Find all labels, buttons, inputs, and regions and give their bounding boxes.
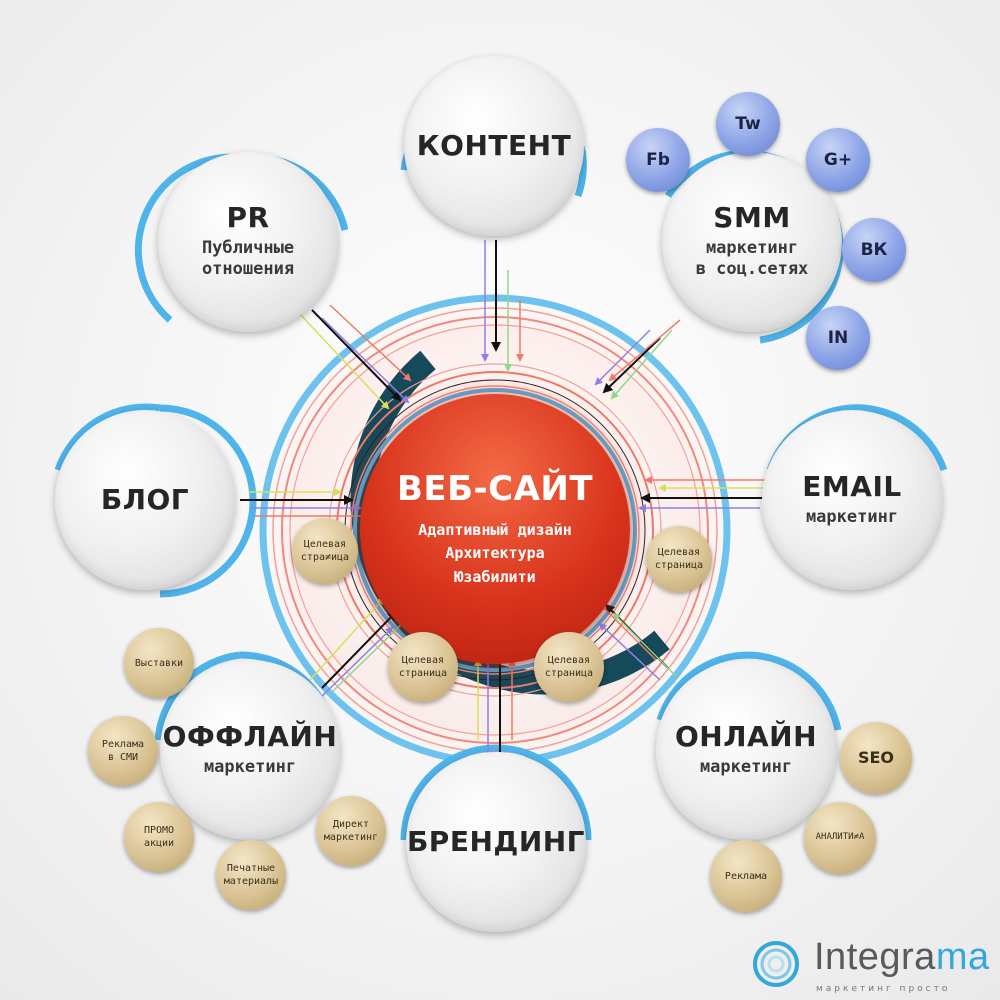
node-blog-title: БЛОГ bbox=[100, 482, 190, 516]
landing-page-right: Целевая страница bbox=[646, 526, 712, 592]
social-fb: Fb bbox=[626, 128, 690, 192]
offline-exhibitions: Выставки bbox=[124, 628, 194, 698]
offline-direct-line-2: маркетинг bbox=[323, 832, 379, 843]
landing-page-right-line-2: страница bbox=[654, 560, 704, 571]
offline-promo: ПРОМО акции bbox=[124, 802, 194, 872]
website-feature-adaptive: Адаптивный дизайн bbox=[418, 521, 572, 540]
landing-page-bottom-right-line-1: Целевая bbox=[547, 655, 591, 666]
node-email: EMAIL маркетинг bbox=[762, 410, 942, 590]
node-blog: БЛОГ bbox=[55, 410, 235, 590]
landing-page-left: Целевая стра≠ица bbox=[292, 518, 358, 584]
node-smm-sub-2: в соц.сетях bbox=[695, 259, 809, 280]
offline-media-ads-line-2: в СМИ bbox=[107, 752, 139, 763]
node-pr-title: PR bbox=[226, 201, 270, 235]
node-online-title: ОНЛАЙН bbox=[674, 719, 818, 753]
integrama-logo-icon bbox=[753, 941, 799, 987]
online-seo: SEO bbox=[840, 722, 912, 794]
landing-page-bottom-left-line-2: страница bbox=[398, 668, 448, 679]
offline-promo-line-1: ПРОМО bbox=[143, 825, 175, 836]
offline-media-ads: Реклама в СМИ bbox=[88, 716, 158, 786]
social-tw: Tw bbox=[716, 92, 780, 156]
node-content-title: КОНТЕНТ bbox=[416, 128, 572, 162]
offline-print-line-2: материалы bbox=[223, 876, 279, 887]
offline-print-line-1: Печатные bbox=[226, 863, 276, 874]
node-branding-title: БРЕНДИНГ bbox=[406, 824, 586, 858]
node-smm-title: SMM bbox=[713, 201, 791, 235]
offline-direct: Директ маркетинг bbox=[316, 796, 386, 866]
node-pr-sub-2: отношения bbox=[201, 259, 295, 280]
offline-media-ads-line-1: Реклама bbox=[101, 739, 145, 750]
node-offline: ОФФЛАЙН маркетинг bbox=[160, 660, 340, 840]
social-in: IN bbox=[806, 306, 870, 370]
node-content: КОНТЕНТ bbox=[404, 56, 584, 236]
node-smm-sub-1: маркетинг bbox=[705, 238, 799, 259]
node-offline-title: ОФФЛАЙН bbox=[162, 719, 338, 753]
social-vk: ВК bbox=[842, 218, 906, 282]
landing-page-right-line-1: Целевая bbox=[657, 547, 701, 558]
social-gplus: G+ bbox=[806, 128, 870, 192]
offline-print: Печатные материалы bbox=[216, 840, 286, 910]
node-email-sub: маркетинг bbox=[805, 506, 899, 527]
online-ads: Реклама bbox=[710, 840, 782, 912]
landing-page-bottom-left-line-1: Целевая bbox=[401, 655, 445, 666]
integrama-logo-text-main: Integra bbox=[814, 936, 936, 978]
offline-promo-line-2: акции bbox=[143, 838, 175, 849]
online-analytics-label: АНАЛИТИ≠А bbox=[815, 832, 865, 843]
offline-direct-line-1: Директ bbox=[332, 819, 370, 830]
online-analytics: АНАЛИТИ≠А bbox=[804, 802, 876, 874]
integrama-logo: Integrama маркетинг просто bbox=[752, 936, 989, 1000]
node-smm: SMM маркетинг в соц.сетях bbox=[662, 152, 842, 332]
offline-exhibitions-label: Выставки bbox=[134, 657, 184, 669]
node-email-title: EMAIL bbox=[802, 469, 902, 503]
integrama-logo-tagline: маркетинг просто bbox=[816, 984, 951, 994]
landing-page-left-line-1: Целевая bbox=[303, 539, 347, 550]
landing-page-bottom-left: Целевая страница bbox=[388, 632, 458, 702]
node-pr-sub-1: Публичные bbox=[201, 238, 295, 259]
landing-page-left-line-2: стра≠ица bbox=[300, 552, 350, 563]
integrama-logo-text: Integrama bbox=[814, 936, 990, 979]
node-online-sub: маркетинг bbox=[699, 756, 793, 777]
website-core: ВЕБ-САЙТ Адаптивный дизайн Архитектура Ю… bbox=[360, 394, 630, 664]
landing-page-bottom-right: Целевая страница bbox=[534, 632, 604, 702]
node-offline-sub: маркетинг bbox=[203, 756, 297, 777]
website-feature-usability: Юзабилити bbox=[454, 567, 536, 586]
website-title: ВЕБ-САЙТ bbox=[396, 469, 594, 510]
landing-page-bottom-right-line-2: страница bbox=[544, 668, 594, 679]
node-branding: БРЕНДИНГ bbox=[406, 752, 586, 932]
online-ads-label: Реклама bbox=[724, 870, 768, 882]
online-seo-label: SEO bbox=[857, 747, 895, 767]
node-online: ОНЛАЙН маркетинг bbox=[656, 660, 836, 840]
node-pr: PR Публичные отношения bbox=[158, 152, 338, 332]
website-feature-architecture: Архитектура bbox=[445, 544, 545, 563]
integrama-logo-text-accent: ma bbox=[935, 936, 990, 978]
